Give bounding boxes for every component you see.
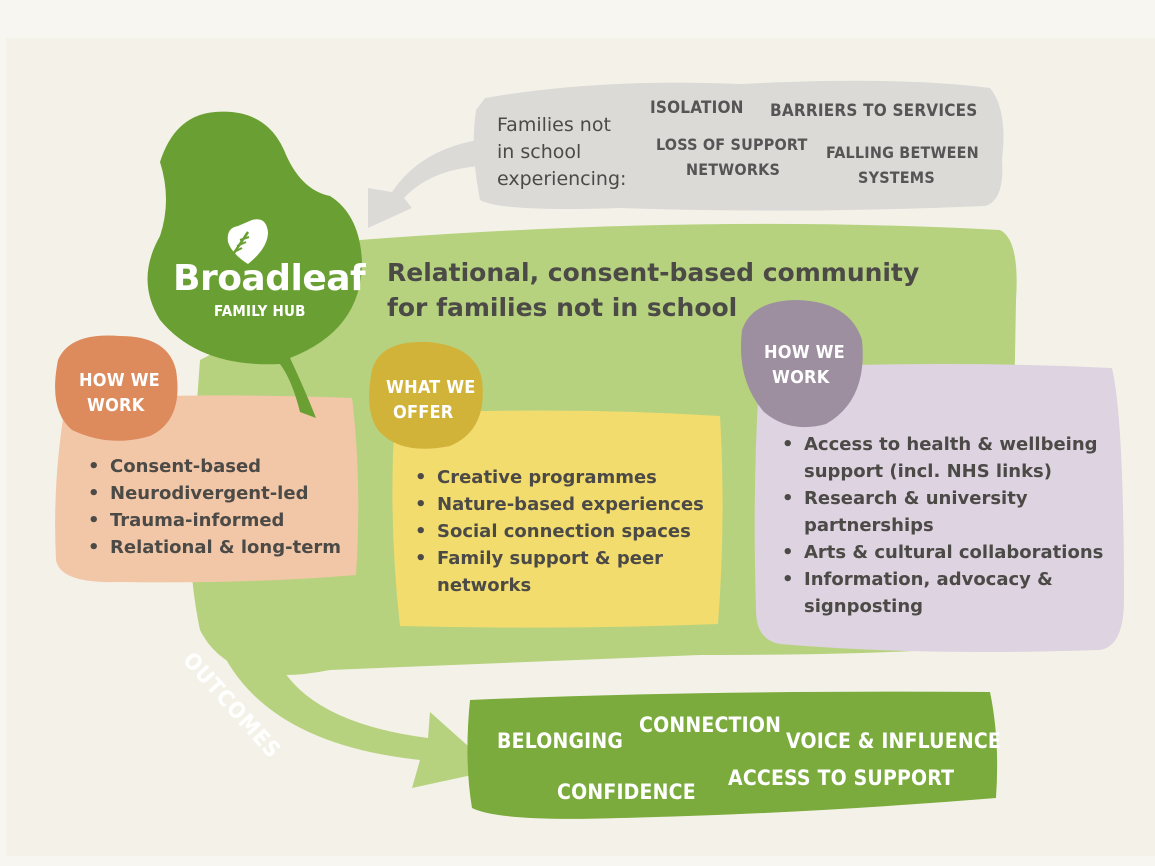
what-we-offer-badge-line-2: OFFER <box>393 402 454 423</box>
list-item: Social connection spaces <box>411 518 711 545</box>
how-we-work-left-list: Consent-based Neurodivergent-led Trauma-… <box>84 453 354 561</box>
challenge-isolation: ISOLATION <box>650 98 744 118</box>
list-item: Family support & peer networks <box>411 545 697 599</box>
list-item: Creative programmes <box>411 464 711 491</box>
how-we-work-right-badge-line-2: WORK <box>772 367 830 388</box>
list-item: Neurodivergent-led <box>84 480 354 507</box>
outcome-connection: CONNECTION <box>639 713 782 737</box>
outcome-voice: VOICE & INFLUENCE <box>786 729 1001 753</box>
list-item: Access to health & wellbeing support (in… <box>778 431 1104 485</box>
challenges-intro-line-3: experiencing: <box>497 168 627 190</box>
how-we-work-left-badge-line-2: WORK <box>87 395 145 416</box>
how-we-work-left-badge <box>55 335 178 441</box>
logo-subtitle: FAMILY HUB <box>214 302 306 320</box>
challenge-barriers: BARRIERS TO SERVICES <box>770 101 978 121</box>
how-we-work-left-badge-line-1: HOW WE <box>79 370 160 391</box>
list-item: Relational & long-term <box>84 534 354 561</box>
list-item: Trauma-informed <box>84 507 354 534</box>
challenges-arrow <box>368 140 480 228</box>
how-we-work-right-badge <box>740 300 863 428</box>
leaf-heart-icon <box>226 219 268 264</box>
list-item: Nature-based experiences <box>411 491 711 518</box>
outcome-belonging: BELONGING <box>497 729 624 753</box>
what-we-offer-list: Creative programmes Nature-based experie… <box>411 464 711 599</box>
list-item: Arts & cultural collaborations <box>778 539 1118 566</box>
how-we-work-right-list: Access to health & wellbeing support (in… <box>778 431 1118 620</box>
challenge-loss-support-line-2: NETWORKS <box>686 160 781 179</box>
challenge-falling-line-1: FALLING BETWEEN <box>826 143 979 162</box>
challenge-loss-support-line-1: LOSS OF SUPPORT <box>656 135 808 154</box>
community-title-line-1: Relational, consent-based community <box>387 258 920 287</box>
challenge-falling-line-2: SYSTEMS <box>858 168 935 187</box>
list-item: Consent-based <box>84 453 354 480</box>
logo-name: Broadleaf <box>173 258 366 299</box>
challenges-box <box>473 80 1004 211</box>
outcome-access: ACCESS TO SUPPORT <box>728 766 955 790</box>
how-we-work-right-badge-line-1: HOW WE <box>764 342 845 363</box>
outcomes-arrow <box>205 600 495 788</box>
leaf-shape <box>147 111 362 419</box>
outcomes-box <box>467 691 998 819</box>
community-title-line-2: for families not in school <box>387 293 738 322</box>
list-item: Research & university partnerships <box>778 485 1064 539</box>
what-we-offer-badge-line-1: WHAT WE <box>386 377 476 398</box>
what-we-offer-badge <box>369 341 483 449</box>
list-item: Information, advocacy & signposting <box>778 566 1074 620</box>
outcome-confidence: CONFIDENCE <box>557 780 696 804</box>
challenges-intro-line-1: Families not <box>497 114 611 136</box>
challenges-intro-line-2: in school <box>497 141 582 163</box>
